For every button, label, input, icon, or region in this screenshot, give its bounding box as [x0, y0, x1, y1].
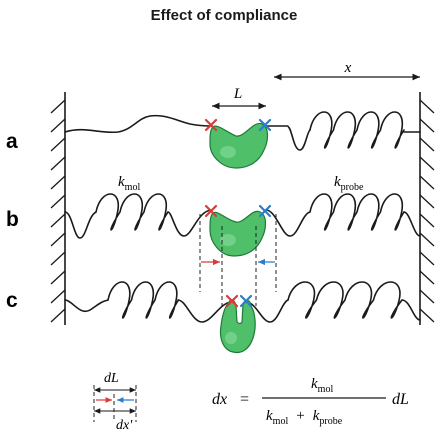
- equation-denominator: kmol+kprobe: [266, 408, 343, 427]
- wall-hatch-line: [419, 175, 435, 190]
- row-c: [64, 281, 421, 323]
- wall-hatch-line: [419, 137, 435, 152]
- wall-hatch-line: [50, 194, 66, 209]
- k-probe-label: kprobe: [334, 174, 364, 193]
- molecule-spring-c: [107, 281, 180, 319]
- wall-hatch-line: [50, 213, 66, 228]
- equation-equals: =: [240, 391, 249, 408]
- figure-title: Effect of compliance: [151, 7, 298, 24]
- wall-hatch-line: [419, 118, 435, 133]
- left-wall: [50, 92, 66, 325]
- row-b: [64, 193, 421, 239]
- label-L: L: [233, 86, 242, 102]
- molecule-linker-a: [64, 114, 213, 134]
- spring-coil: [309, 193, 405, 231]
- blue-cross-marker-b: [258, 204, 272, 218]
- red-cross-marker-c: [225, 294, 239, 308]
- dl-dx-legend: dL dx': [93, 371, 137, 433]
- compliance-equation: dx = kmol kmol+kprobe dL: [212, 376, 409, 427]
- equation-dL: dL: [392, 391, 409, 408]
- panel-label-c: c: [6, 289, 18, 312]
- equation-lhs: dx: [212, 391, 227, 408]
- wall-hatch-line: [419, 251, 435, 266]
- wall-hatch-line: [419, 213, 435, 228]
- blue-cross-marker-c: [239, 294, 253, 308]
- molecule-b: [209, 210, 267, 257]
- spring-coil: [287, 281, 403, 319]
- wall-hatch-line: [419, 156, 435, 171]
- label-x: x: [344, 60, 352, 76]
- probe-linker-a: [265, 125, 311, 151]
- wall-hatch-line: [419, 270, 435, 285]
- red-cross-marker-b: [204, 204, 218, 218]
- wall-hatch-line: [50, 99, 66, 114]
- wall-hatch-line: [50, 308, 66, 323]
- blue-cross-marker-a: [258, 118, 272, 132]
- label-dx-prime: dx': [116, 418, 133, 433]
- spring-coil: [95, 193, 169, 231]
- spring-coil: [107, 281, 180, 319]
- panel-label-a: a: [6, 130, 18, 153]
- displacement-x-arrow: x: [274, 60, 420, 81]
- molecule-a: [209, 122, 269, 169]
- spring-coil: [309, 111, 405, 149]
- row-a: [64, 111, 421, 151]
- red-cross-marker-a: [204, 118, 218, 132]
- label-dL: dL: [104, 371, 119, 386]
- length-L-arrow: L: [212, 86, 266, 110]
- wall-hatch-line: [50, 137, 66, 152]
- molecule-body: [209, 122, 269, 169]
- molecule-body: [219, 299, 256, 354]
- probe-spring-c: [287, 281, 403, 319]
- panel-label-b: b: [6, 208, 19, 231]
- wall-hatch-line: [50, 118, 66, 133]
- wall-hatch-line: [419, 289, 435, 304]
- wall-hatch-line: [50, 289, 66, 304]
- wall-hatch-line: [419, 99, 435, 114]
- equation-numerator: kmol: [311, 376, 333, 395]
- wall-hatch-line: [50, 251, 66, 266]
- probe-spring-b: [309, 193, 405, 231]
- wall-hatch-line: [50, 270, 66, 285]
- probe-spring-a: [309, 111, 405, 149]
- wall-hatch-line: [419, 308, 435, 323]
- wall-hatch-line: [419, 232, 435, 247]
- wall-hatch-line: [50, 232, 66, 247]
- wall-hatch-line: [50, 156, 66, 171]
- molecule-c: [219, 299, 256, 354]
- wall-hatch-line: [50, 175, 66, 190]
- wall-hatch-line: [419, 194, 435, 209]
- molecule-spring-b: [95, 193, 169, 231]
- right-wall: [419, 92, 435, 325]
- molecule-body: [209, 210, 267, 257]
- displacement-guides: [199, 214, 277, 306]
- k-mol-label: kmol: [118, 174, 140, 193]
